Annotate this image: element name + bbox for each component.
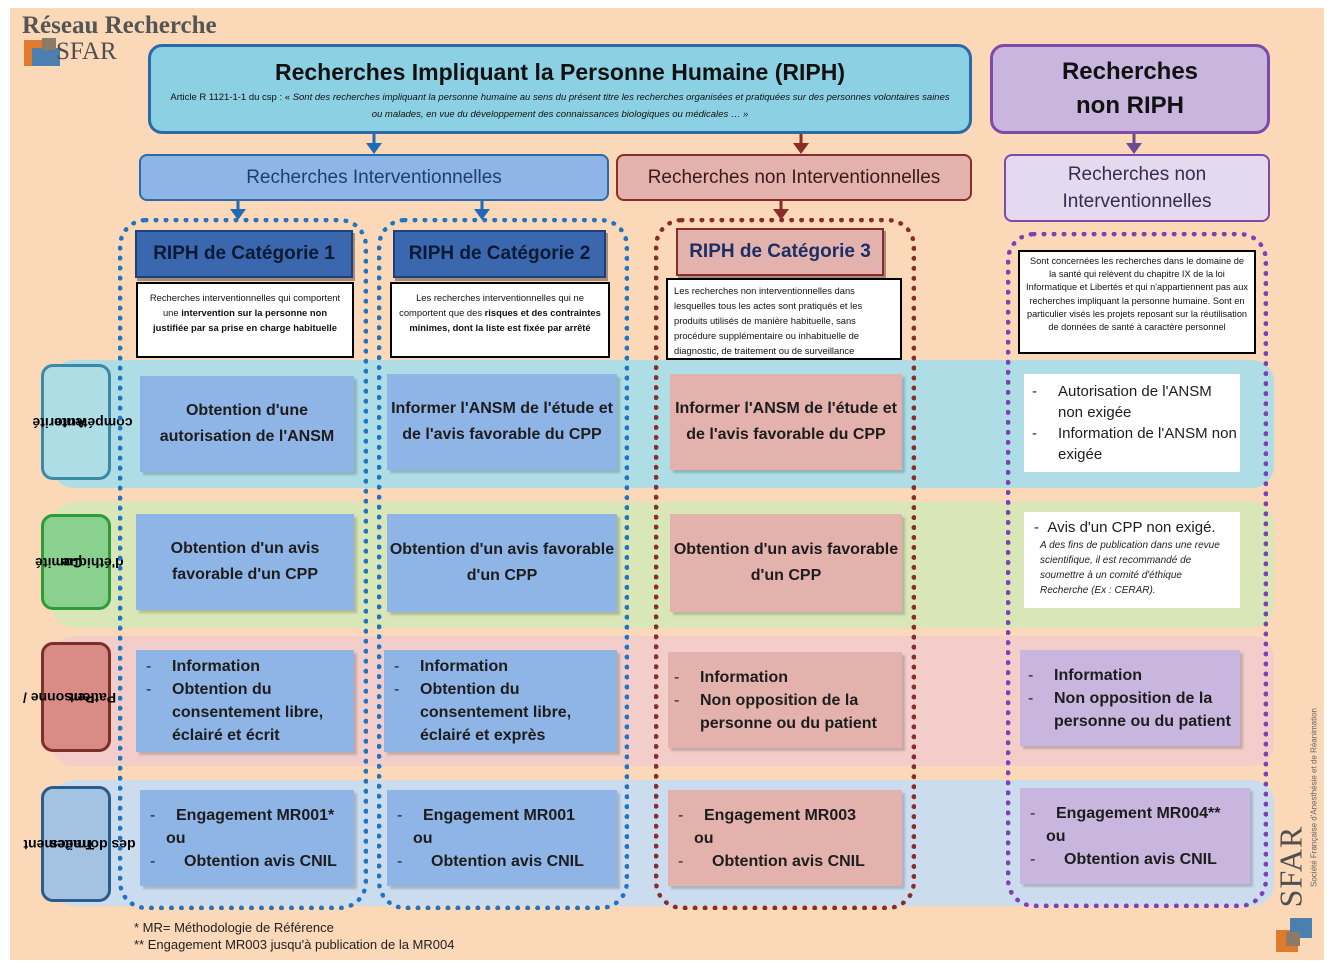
personne-cat1-item-2: Obtention du consentement libre, éclairé… <box>146 678 354 747</box>
non-riph-title-line1: Recherches <box>1061 58 1199 85</box>
arrow-to-cat3 <box>773 201 789 220</box>
footnote-2: ** Engagement MR003 jusqu'à publication … <box>134 937 455 952</box>
donnees-non-riph: Engagement MR004** ou Obtention avis CNI… <box>1020 788 1250 884</box>
diagram-canvas: Réseau Recherche SFAR Recherches Impliqu… <box>10 8 1324 960</box>
autorite-cat3: Informer l'ANSM de l'étude et de l'avis … <box>670 374 902 470</box>
subheader-interventionnelles: Recherches Interventionnelles <box>139 154 609 201</box>
flow-arrows <box>230 134 1142 220</box>
personne-non-riph-item-2: Non opposition de la personne ou du pati… <box>1028 687 1240 733</box>
arrow-non-riph-to-sub <box>1126 134 1142 154</box>
riph-article: Article R 1121-1-1 du csp : « Sont des r… <box>170 92 950 120</box>
arrow-riph-to-non-interventionnelles <box>793 134 809 154</box>
autorite-non-riph: Autorisation de l'ANSM non exigée Inform… <box>1024 374 1240 472</box>
personne-cat2: Information Obtention du consentement li… <box>384 650 617 752</box>
comite-non-riph-main: - Avis d'un CPP non exigé. <box>1034 519 1216 536</box>
comite-cat1: Obtention d'un avis favorable d'un CPP <box>136 514 354 610</box>
donnees-cat3: Engagement MR003 ou Obtention avis CNIL <box>668 790 902 886</box>
personne-non-riph: Information Non opposition de la personn… <box>1020 650 1240 746</box>
donnees-non-riph-or: ou <box>1046 827 1066 845</box>
donnees-cat1-item-2: Obtention avis CNIL <box>150 850 337 873</box>
arrow-to-cat1 <box>230 201 246 220</box>
non-riph-header: Recherches non RIPH <box>990 44 1270 134</box>
subheader-non-riph: Recherches non Interventionnelles <box>1004 154 1270 222</box>
comite-non-riph: - Avis d'un CPP non exigé. A des fins de… <box>1024 512 1240 608</box>
donnees-cat3-item-2: Obtention avis CNIL <box>678 850 865 873</box>
side-logo-icon <box>1276 912 1318 956</box>
autorite-non-riph-item-1: Autorisation de l'ANSM non exigée <box>1032 381 1240 423</box>
donnees-cat2-item-1: Engagement MR001 <box>397 804 584 827</box>
side-brand-logo: SFAR <box>1272 825 1309 908</box>
autorite-cat1: Obtention d'une autorisation de l'ANSM <box>140 376 354 472</box>
brand-subtitle: SFAR <box>56 38 117 65</box>
autorite-non-riph-item-2: Information de l'ANSM non exigée <box>1032 423 1240 465</box>
non-riph-title-line2: non RIPH <box>1076 92 1184 119</box>
riph-title: Recherches Impliquant la Personne Humain… <box>274 59 846 85</box>
category-1-header: RIPH de Catégorie 1 <box>135 230 353 278</box>
category-3-header: RIPH de Catégorie 3 <box>676 228 884 276</box>
personne-cat3: Information Non opposition de la personn… <box>668 652 902 748</box>
comite-non-riph-note: A des fins de publication dans une revue… <box>1040 540 1220 596</box>
definition-non-riph: Sont concernées les recherches dans le d… <box>1018 250 1256 354</box>
donnees-cat1-item-1: Engagement MR001* <box>150 804 337 827</box>
riph-header: Recherches Impliquant la Personne Humain… <box>148 44 972 134</box>
personne-cat1-item-1: Information <box>146 655 354 678</box>
definition-cat1: Recherches interventionnelles qui compor… <box>136 282 354 358</box>
donnees-cat2-or: ou <box>413 829 433 847</box>
personne-non-riph-item-1: Information <box>1028 664 1240 687</box>
donnees-cat3-item-1: Engagement MR003 <box>678 804 865 827</box>
footnote-1: * MR= Méthodologie de Référence <box>134 920 334 935</box>
donnees-cat1-or: ou <box>166 829 186 847</box>
arrow-to-cat2 <box>474 201 490 220</box>
brand-logo-icon <box>24 38 64 68</box>
definition-cat2: Les recherches interventionnelles qui ne… <box>390 282 610 358</box>
category-2-header: RIPH de Catégorie 2 <box>393 230 606 278</box>
donnees-cat3-or: ou <box>694 829 714 847</box>
donnees-cat2-item-2: Obtention avis CNIL <box>397 850 584 873</box>
personne-cat3-item-1: Information <box>674 666 902 689</box>
arrow-riph-to-interventionnelles <box>366 134 382 154</box>
personne-cat1: Information Obtention du consentement li… <box>136 650 354 752</box>
definition-cat3: Les recherches non interventionnelles da… <box>666 278 902 360</box>
personne-cat3-item-2: Non opposition de la personne ou du pati… <box>674 689 902 735</box>
autorite-cat2: Informer l'ANSM de l'étude et de l'avis … <box>387 374 617 470</box>
comite-cat2: Obtention d'un avis favorable d'un CPP <box>387 514 617 612</box>
brand-title: Réseau Recherche <box>22 12 217 39</box>
personne-cat2-item-1: Information <box>394 655 617 678</box>
donnees-non-riph-item-2: Obtention avis CNIL <box>1030 848 1221 871</box>
comite-cat3: Obtention d'un avis favorable d'un CPP <box>670 514 902 612</box>
donnees-cat1: Engagement MR001* ou Obtention avis CNIL <box>140 790 354 886</box>
donnees-cat2: Engagement MR001 ou Obtention avis CNIL <box>387 790 617 886</box>
subheader-non-interventionnelles: Recherches non Interventionnelles <box>616 154 972 201</box>
personne-cat2-item-2: Obtention du consentement libre, éclairé… <box>394 678 617 747</box>
donnees-non-riph-item-1: Engagement MR004** <box>1030 802 1221 825</box>
row-label-personne: Personne /Patient <box>23 642 116 752</box>
